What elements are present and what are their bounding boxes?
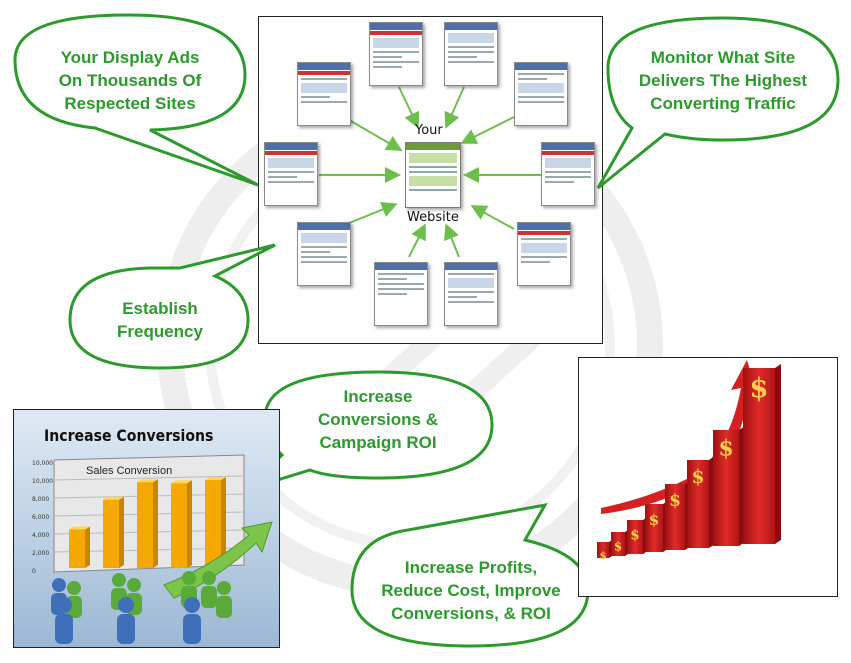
arrow-line	[444, 86, 465, 129]
increase-conversions-panel: Increase Conversions Sales Conversion 10…	[13, 409, 280, 648]
y-tick: 8,000	[32, 496, 50, 503]
conversion-bar-side	[119, 496, 124, 568]
dollar-sign-label: $	[669, 491, 681, 511]
dollar-sign-label: $	[630, 528, 639, 544]
person-icon	[216, 581, 232, 618]
arrow-line	[460, 116, 515, 144]
conversion-bar-top	[103, 496, 124, 500]
y-tick: 4,000	[32, 532, 50, 539]
profit-bar	[645, 504, 663, 552]
y-tick: 6,000	[32, 514, 50, 521]
website-thumbnail	[541, 142, 595, 206]
y-tick: 10,000	[32, 460, 53, 467]
conversions-chart-subtitle: Sales Conversion	[86, 465, 173, 477]
conversion-bar	[171, 483, 187, 568]
profit-bar	[627, 520, 643, 554]
conversion-bar-top	[205, 477, 226, 480]
conversion-bar	[137, 482, 153, 568]
arrow-line	[470, 205, 515, 230]
profit-bar	[611, 532, 625, 556]
conversion-bar-side	[187, 480, 192, 568]
arrow-line	[343, 116, 403, 152]
profit-bar	[713, 430, 739, 546]
network-arrows	[319, 86, 541, 258]
callout-monitor-bubble	[596, 16, 840, 190]
website-thumbnail	[369, 22, 423, 86]
conversion-bar-side	[153, 479, 158, 568]
network-diagram-panel: Your Website	[258, 16, 603, 344]
callout-frequency-bubble	[68, 243, 276, 370]
profit-bar	[743, 368, 775, 544]
person-icon	[55, 597, 73, 644]
website-thumbnail	[444, 22, 498, 86]
your-website-thumbnail	[405, 142, 461, 208]
website-thumbnail	[374, 262, 428, 326]
website-thumbnail	[444, 262, 498, 326]
y-tick: 10,000	[32, 478, 53, 485]
conversion-bar	[69, 529, 85, 568]
website-thumbnail	[517, 222, 571, 286]
profits-chart-graphic: $ $ $ $ $ $ $ $	[597, 360, 781, 562]
website-thumbnail	[264, 142, 318, 206]
person-icon	[117, 597, 135, 644]
website-thumbnail	[514, 62, 568, 126]
y-tick: 2,000	[32, 550, 50, 557]
profits-chart-panel: $ $ $ $ $ $ $ $	[578, 357, 838, 597]
dollar-sign-label: $	[614, 539, 622, 553]
profit-bar	[665, 484, 685, 550]
conversion-bar-side	[85, 526, 90, 568]
profit-bar	[597, 542, 609, 558]
callout-profits-bubble	[350, 502, 590, 648]
conversion-bar-top	[69, 526, 90, 530]
your-label: Your	[415, 123, 443, 138]
dollar-sign-label: $	[691, 466, 704, 488]
callout-display-ads-bubble	[13, 13, 259, 187]
website-thumbnail	[297, 62, 351, 126]
person-icon	[201, 571, 217, 608]
y-tick: 0	[32, 568, 36, 575]
dollar-sign-label: $	[599, 550, 606, 562]
conversion-bar-side	[221, 477, 226, 568]
dollar-sign-label: $	[750, 372, 769, 404]
arrow-line	[444, 223, 460, 258]
conversions-chart-title: Increase Conversions	[44, 426, 214, 445]
conversion-bar-top	[137, 479, 158, 483]
conversion-bar-top	[171, 480, 192, 484]
dollar-sign-label: $	[718, 436, 733, 462]
website-label: Website	[407, 210, 459, 225]
person-icon	[183, 597, 201, 644]
profit-bar-side	[775, 364, 781, 544]
arrow-line	[408, 223, 426, 258]
website-thumbnail	[297, 222, 351, 286]
dollar-sign-label: $	[649, 511, 660, 529]
profit-bar	[687, 460, 709, 548]
arrow-line	[398, 86, 420, 129]
conversion-bar	[205, 480, 221, 568]
conversion-bar	[103, 499, 119, 568]
conversions-chart-graphic	[51, 454, 273, 644]
